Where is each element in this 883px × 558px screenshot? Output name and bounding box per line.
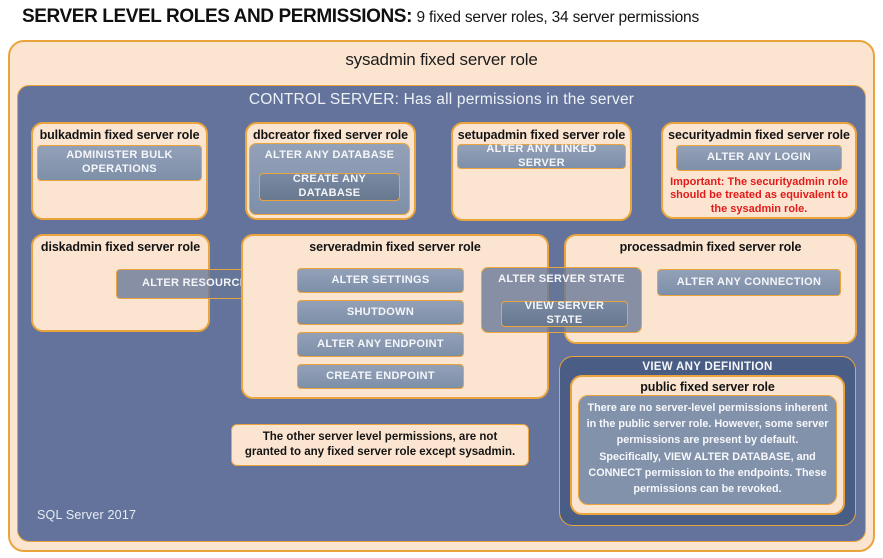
role-title-public: public fixed server role <box>640 380 775 394</box>
perm-alter-any-linked-server: ALTER ANY LINKED SERVER <box>457 143 626 169</box>
perm-administer-bulk-operations: ADMINISTER BULK OPERATIONS <box>37 145 202 181</box>
perm-create-endpoint: CREATE ENDPOINT <box>297 364 464 389</box>
sysadmin-role-label: sysadmin fixed server role <box>345 50 538 69</box>
role-box-serveradmin: serveradmin fixed server role ALTER SETT… <box>241 234 549 399</box>
footer-version-label: SQL Server 2017 <box>37 508 137 522</box>
perm-alter-any-endpoint: ALTER ANY ENDPOINT <box>297 332 464 357</box>
perm-create-any-database: CREATE ANY DATABASE <box>259 173 400 201</box>
role-box-setupadmin: setupadmin fixed server role ALTER ANY L… <box>451 122 632 221</box>
perm-alter-server-state: ALTER SERVER STATE VIEW SERVER STATE <box>481 267 642 333</box>
perm-alter-server-state-label: ALTER SERVER STATE <box>498 273 625 285</box>
role-title-bulkadmin: bulkadmin fixed server role <box>39 128 200 142</box>
role-title-dbcreator: dbcreator fixed server role <box>252 128 408 142</box>
role-title-processadmin: processadmin fixed server role <box>619 240 802 254</box>
role-box-dbcreator: dbcreator fixed server role ALTER ANY DA… <box>245 122 416 220</box>
securityadmin-warning: Important: The securityadmin role should… <box>670 176 848 215</box>
perm-alter-any-login: ALTER ANY LOGIN <box>676 145 842 171</box>
role-title-serveradmin: serveradmin fixed server role <box>309 240 481 254</box>
perm-view-any-definition-label: VIEW ANY DEFINITION <box>642 361 773 373</box>
role-box-bulkadmin: bulkadmin fixed server role ADMINISTER B… <box>31 122 208 220</box>
role-title-setupadmin: setupadmin fixed server role <box>457 128 626 142</box>
control-server-label: CONTROL SERVER: Has all permissions in t… <box>248 91 635 108</box>
role-title-diskadmin: diskadmin fixed server role <box>40 240 201 254</box>
role-title-securityadmin: securityadmin fixed server role <box>668 128 850 142</box>
perm-alter-any-database-label: ALTER ANY DATABASE <box>264 149 395 161</box>
public-role-description: There are no server-level permissions in… <box>578 395 837 505</box>
perm-shutdown: SHUTDOWN <box>297 300 464 325</box>
page-title: SERVER LEVEL ROLES AND PERMISSIONS: 9 fi… <box>22 6 699 28</box>
other-permissions-note: The other server level permissions, are … <box>231 424 529 466</box>
page-title-sub: 9 fixed server roles, 34 server permissi… <box>416 9 700 26</box>
view-any-definition-panel: VIEW ANY DEFINITION public fixed server … <box>559 356 856 526</box>
perm-alter-settings: ALTER SETTINGS <box>297 268 464 293</box>
role-box-securityadmin: securityadmin fixed server role ALTER AN… <box>661 122 857 219</box>
perm-alter-any-connection: ALTER ANY CONNECTION <box>657 269 841 296</box>
control-server-panel: CONTROL SERVER: Has all permissions in t… <box>17 85 866 542</box>
perm-view-server-state: VIEW SERVER STATE <box>501 300 628 327</box>
page-title-main: SERVER LEVEL ROLES AND PERMISSIONS: <box>22 6 413 27</box>
role-box-public: public fixed server role There are no se… <box>570 375 845 515</box>
sysadmin-role-box: sysadmin fixed server role CONTROL SERVE… <box>8 40 875 552</box>
perm-alter-any-database: ALTER ANY DATABASE CREATE ANY DATABASE <box>249 143 410 215</box>
